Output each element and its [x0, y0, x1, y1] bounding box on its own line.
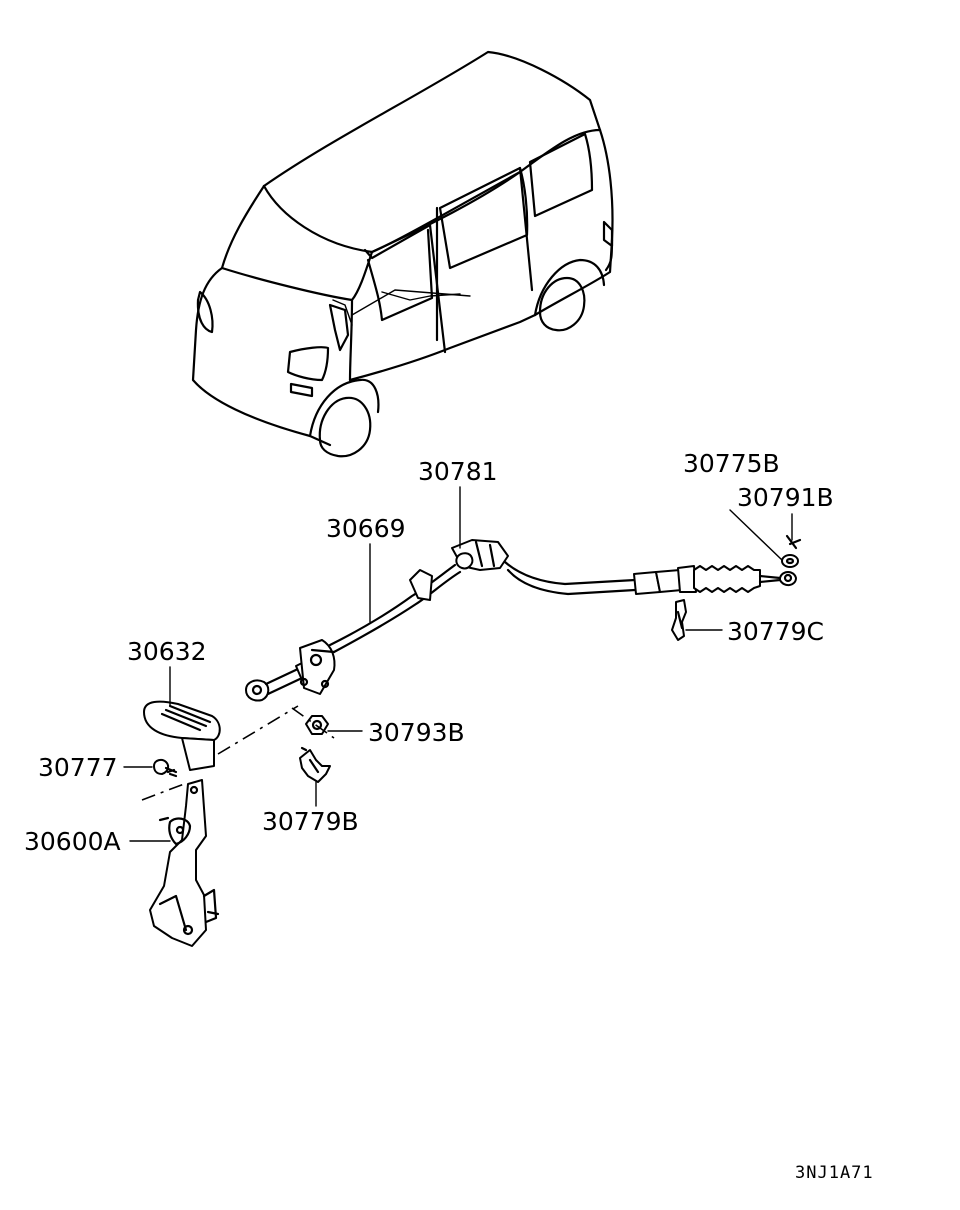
- leader-lines: [123, 486, 793, 842]
- van-illustration: [191, 50, 614, 458]
- label-30600A[interactable]: 30600A: [24, 827, 121, 856]
- figure-code: 3NJ1A71: [795, 1163, 874, 1183]
- shift-cable-assembly: [245, 539, 797, 702]
- label-30793B[interactable]: 30793B: [368, 718, 465, 747]
- label-30781[interactable]: 30781: [418, 457, 498, 486]
- label-30777[interactable]: 30777: [38, 753, 118, 782]
- shift-lever-assembly: [141, 700, 335, 947]
- part-labels: 30781 30775B 30791B 30669 30779C 30632 3…: [24, 449, 874, 1183]
- label-30791B[interactable]: 30791B: [737, 483, 834, 512]
- label-30775B[interactable]: 30775B: [683, 449, 780, 478]
- label-30669[interactable]: 30669: [326, 514, 406, 543]
- label-30632[interactable]: 30632: [127, 637, 207, 666]
- label-30779B[interactable]: 30779B: [262, 807, 359, 836]
- label-30779C[interactable]: 30779C: [727, 617, 824, 646]
